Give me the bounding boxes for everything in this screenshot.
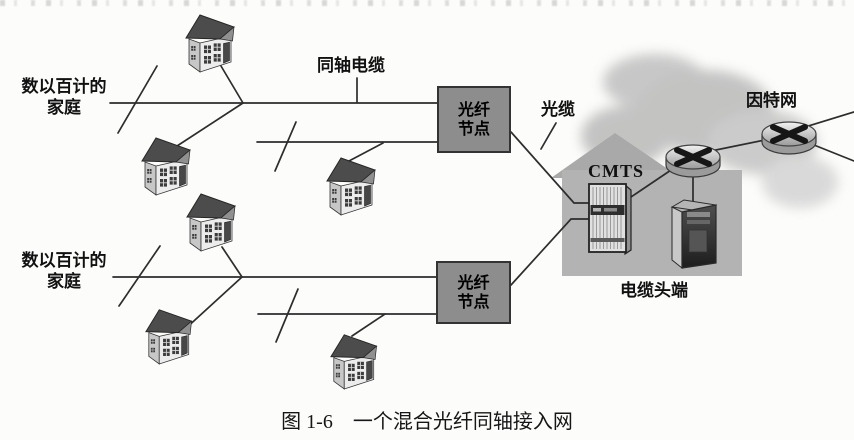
coax-tap-slash	[275, 288, 299, 343]
label-fiber-cable: 光缆	[541, 100, 575, 119]
house-icon	[146, 310, 192, 364]
fiber-node-label: 节点	[457, 120, 490, 138]
fiber-node-top: 光纤 节点	[437, 86, 511, 153]
fiber-node-label: 节点	[457, 293, 490, 311]
router-icon	[762, 122, 816, 154]
house-icon	[327, 158, 375, 215]
house-icon	[187, 194, 235, 251]
coax-tap-slash	[118, 245, 161, 307]
fiber-node-bottom: 光纤 节点	[436, 261, 511, 324]
fiber-link-bottom	[510, 218, 591, 286]
caption-title: 一个混合光纤同轴接入网	[352, 411, 573, 433]
house3-drop	[221, 246, 243, 278]
coax-tap-slash	[274, 121, 297, 172]
figure-caption: 图 1-6 一个混合光纤同轴接入网	[0, 405, 854, 434]
label-homes-bottom: 数以百计的 家庭	[21, 251, 107, 291]
house-icon	[186, 15, 234, 72]
coax-tap-slash	[117, 65, 158, 134]
fiber-link-top	[510, 131, 591, 204]
label-internet: 因特网	[746, 91, 797, 110]
router-icon	[666, 145, 720, 177]
house6-drop	[351, 313, 386, 337]
label-cable-headend: 电缆头端	[620, 281, 688, 300]
fiber-node-label: 光纤	[457, 274, 490, 292]
house1-drop	[220, 65, 244, 104]
fiber-node-label: 光纤	[457, 101, 490, 119]
house-icon	[142, 138, 190, 195]
cable-lines	[109, 65, 854, 343]
house5-drop	[183, 276, 243, 331]
label-cmts: CMTS	[588, 161, 645, 181]
scan-artifact-strip	[0, 0, 854, 6]
router-router-link	[705, 138, 771, 153]
server-icon	[670, 199, 718, 270]
fiber-label-pointer	[540, 122, 557, 150]
label-coax-cable: 同轴电缆	[317, 56, 385, 75]
caption-number: 图 1-6	[281, 411, 333, 433]
label-homes-top: 数以百计的 家庭	[21, 77, 107, 117]
house2-drop	[176, 102, 244, 147]
house4-drop	[348, 142, 384, 162]
house-icon	[331, 335, 377, 389]
cmts-rack-icon	[588, 183, 632, 256]
